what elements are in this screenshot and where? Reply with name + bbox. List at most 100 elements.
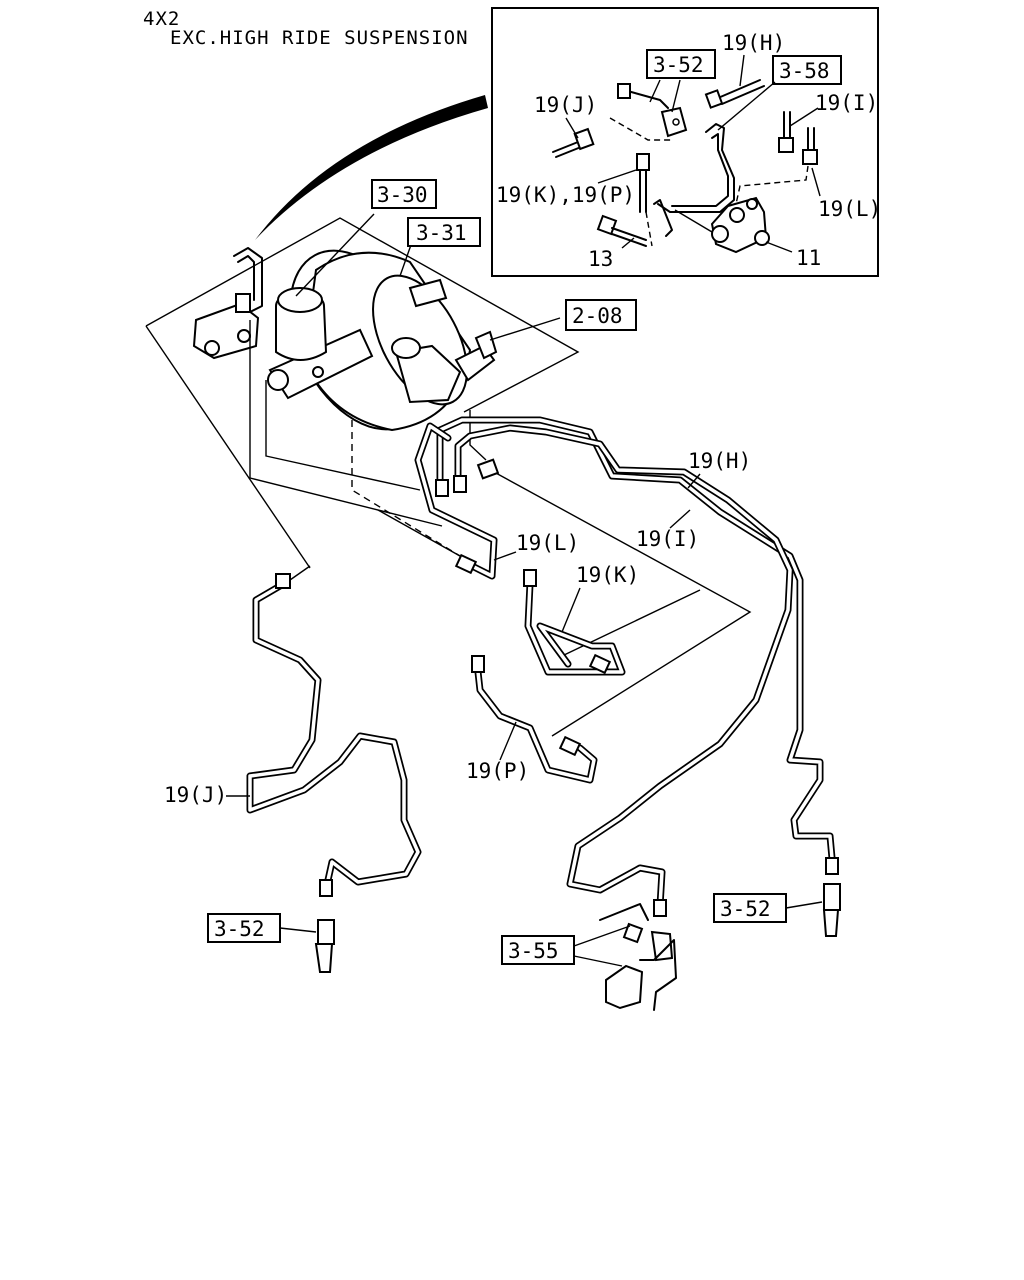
inset-ref-358: 3-58 xyxy=(779,59,830,83)
inset-label-19h: 19(H) xyxy=(722,31,785,55)
assembly-outline-top xyxy=(145,217,580,413)
leader-355-a xyxy=(573,925,631,947)
pipe-fitting xyxy=(435,479,449,497)
leader-352-left xyxy=(279,927,317,933)
pipe-19h-19i xyxy=(435,416,839,917)
inset-leader-a xyxy=(609,117,672,141)
inset-ref-box-352 xyxy=(646,49,716,79)
assembly-outline-left xyxy=(145,325,311,569)
leader-l-inset xyxy=(811,167,821,197)
leader-k xyxy=(561,587,581,633)
pipe-fitting xyxy=(825,857,839,875)
leader-p xyxy=(499,721,517,761)
pipe-fitting xyxy=(476,458,500,480)
booster-bracket xyxy=(408,278,448,308)
pipe-fitting xyxy=(558,735,582,757)
inset-label-19kp: 19(K),19(P) xyxy=(496,183,635,207)
label-19p: 19(P) xyxy=(466,759,529,783)
leader-355-b xyxy=(573,955,623,967)
leader-11-inset xyxy=(765,241,793,253)
label-19j: 19(J) xyxy=(164,783,227,807)
leader-j-inset xyxy=(565,117,579,139)
ref-box-355 xyxy=(501,935,575,965)
leader-352-b xyxy=(671,79,681,113)
inset-label-19j: 19(J) xyxy=(534,93,597,117)
inset-ref-box-358 xyxy=(772,55,842,85)
inset-valve-11 xyxy=(710,196,770,254)
inset-pipe-kp xyxy=(636,153,650,213)
ref-331: 3-31 xyxy=(416,221,467,245)
drive-type-label: 4X2 xyxy=(143,8,181,30)
pipe-fitting xyxy=(275,573,291,589)
valve-bracket xyxy=(233,247,263,313)
ref-355: 3-55 xyxy=(508,939,559,963)
leader-208 xyxy=(489,317,561,341)
inset-leader-bolt xyxy=(674,209,713,233)
suspension-condition-label: EXC.HIGH RIDE SUSPENSION xyxy=(170,27,469,49)
label-19h: 19(H) xyxy=(688,449,751,473)
ref-box-330 xyxy=(371,179,437,209)
pipe-fitting xyxy=(454,553,478,575)
inset-pipe-h xyxy=(704,79,765,109)
label-19i: 19(I) xyxy=(636,527,699,551)
leader-330 xyxy=(295,213,375,297)
label-19k: 19(K) xyxy=(576,563,639,587)
inset-bolt-13 xyxy=(596,214,647,247)
leader-i xyxy=(669,509,691,529)
clutch-cylinder xyxy=(394,344,462,404)
inset-clamp xyxy=(660,106,688,138)
leader-h xyxy=(687,473,701,489)
leader-l xyxy=(493,551,517,561)
inset-bolt-top xyxy=(617,83,669,109)
brake-booster-assembly xyxy=(145,217,580,569)
ref-box-352-left xyxy=(207,913,281,943)
pipe-fitting xyxy=(653,899,667,917)
inset-frame xyxy=(491,7,879,277)
flex-hose-left xyxy=(314,919,335,973)
leader-352-a xyxy=(649,79,661,103)
ref-208: 2-08 xyxy=(572,304,623,328)
guide-e xyxy=(493,471,752,737)
leader-j-top xyxy=(289,565,311,581)
reservoir-body xyxy=(275,305,328,361)
pipe-fitting xyxy=(319,879,333,897)
pipe-fitting xyxy=(523,569,537,587)
ref-box-331 xyxy=(407,217,481,247)
guide-d xyxy=(377,509,461,557)
guide-b xyxy=(265,380,421,491)
inset-label-11: 11 xyxy=(796,246,821,270)
inset-label-19i: 19(I) xyxy=(815,91,878,115)
leader-i-inset xyxy=(789,107,819,127)
inset-detail: 3-52 3-58 19(H) 19(I) 19(J) 19(K),19(P) … xyxy=(255,7,881,277)
pipe-fitting xyxy=(471,655,485,673)
ref-352-right: 3-52 xyxy=(720,897,771,921)
ref-box-208 xyxy=(565,299,637,331)
pipe-fitting xyxy=(588,653,612,675)
ref-330: 3-30 xyxy=(377,183,428,207)
leader-331 xyxy=(399,241,413,277)
inset-bracket xyxy=(653,123,735,237)
leader-kp-inset xyxy=(597,169,637,184)
clutch-fitting xyxy=(474,330,498,360)
pipe-19j xyxy=(246,565,422,897)
leader-352-right xyxy=(785,901,823,909)
inset-ref-352: 3-52 xyxy=(653,53,704,77)
inset-pipes-i xyxy=(778,111,818,165)
inset-label-13: 13 xyxy=(588,247,613,271)
inset-pointer xyxy=(255,95,488,240)
leader-h-inset xyxy=(739,54,745,87)
inset-leader-kp xyxy=(645,211,653,247)
flex-hose-right xyxy=(822,883,841,937)
pipe-19p xyxy=(471,655,598,784)
inset-pipe-j xyxy=(552,127,595,158)
pipe-19l xyxy=(414,422,498,580)
cylinder-end xyxy=(267,369,289,391)
leader-13-inset xyxy=(621,237,635,249)
label-19l: 19(L) xyxy=(516,531,579,555)
pipe-fitting xyxy=(453,475,467,493)
inset-label-19l: 19(L) xyxy=(818,197,881,221)
reservoir-top xyxy=(277,287,323,313)
leader-358 xyxy=(717,81,776,131)
ref-352-left: 3-52 xyxy=(214,917,265,941)
